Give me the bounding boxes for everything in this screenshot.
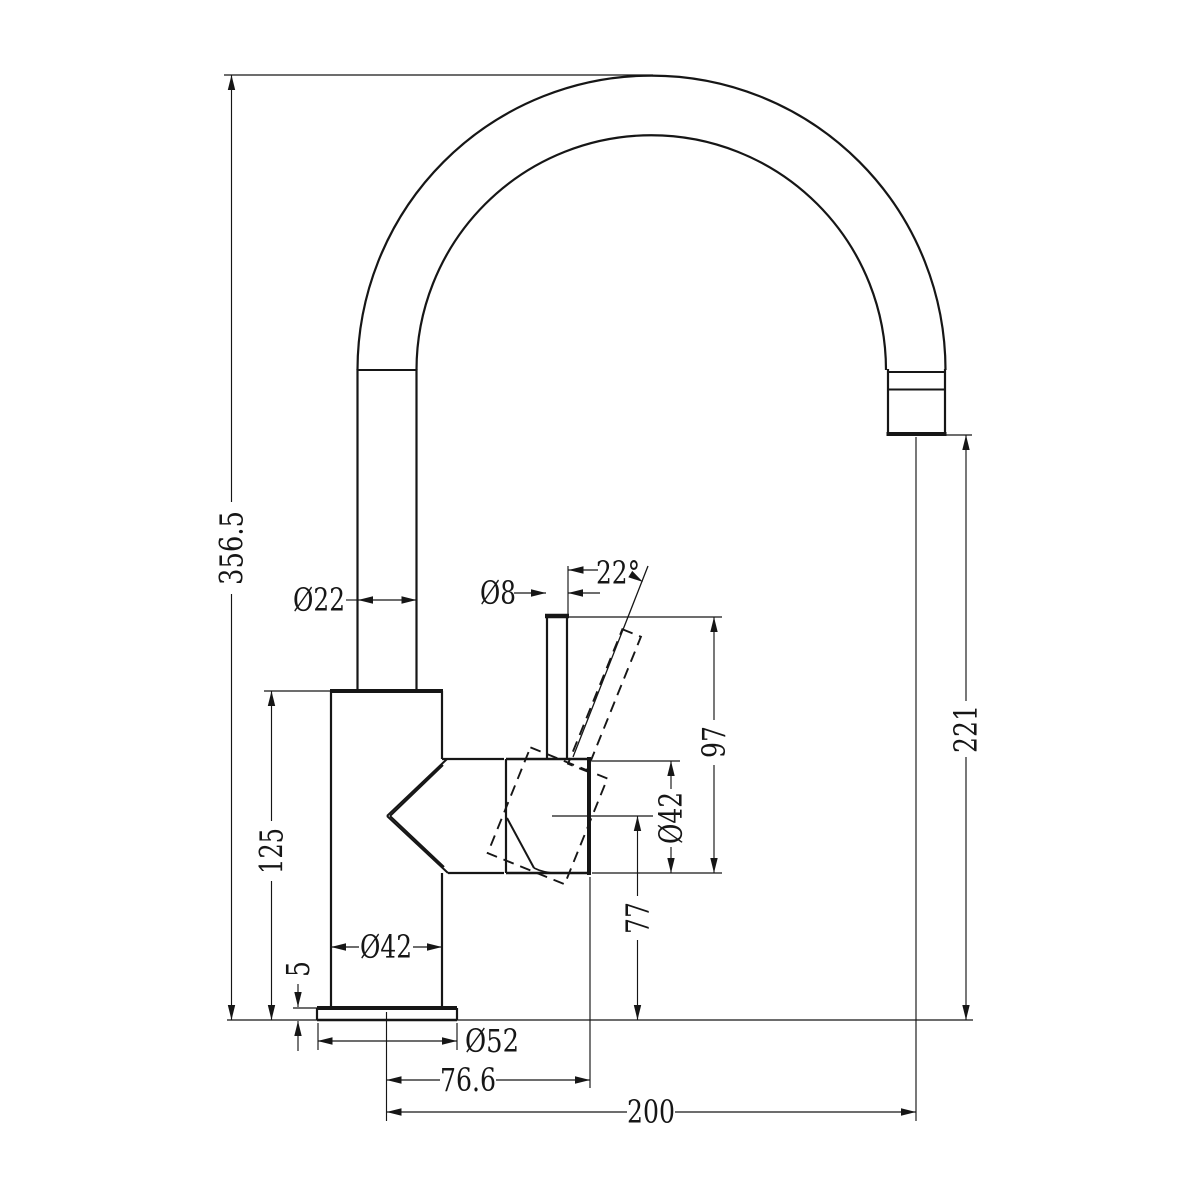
dim-label-spout-tube-diameter: Ø22	[293, 581, 345, 619]
dashed-stem	[566, 628, 643, 773]
dim-body-height: 125	[253, 690, 330, 1020]
cone-edge	[386, 758, 448, 817]
dim-text-gap	[627, 1099, 675, 1125]
dim-text-gap	[257, 821, 285, 881]
dim-text-gap	[623, 896, 651, 940]
dim-text-gap	[657, 789, 685, 847]
dim-stem-top-height: 97	[569, 616, 733, 874]
dim-body-diameter: Ø42	[331, 928, 442, 966]
dim-label-cartridge-diameter: Ø42	[652, 792, 690, 844]
dim-handle-bottom-height: 77	[552, 815, 657, 1020]
dim-label-handle-reach: 76.6	[440, 1061, 496, 1099]
dim-label-total-height: 356.5	[213, 511, 251, 585]
dim-spout-tube-diameter: Ø22	[293, 581, 417, 619]
dim-text-gap	[952, 701, 980, 757]
cone-edge	[389, 764, 444, 817]
dim-handle-reach: 76.6	[386, 877, 591, 1099]
handle-tilted-position-dashed	[486, 628, 643, 886]
dim-base-plate-thickness: 5	[279, 961, 318, 1051]
dim-label-stem-top-height: 97	[695, 726, 733, 758]
dim-label-base-plate-thickness: 5	[279, 961, 317, 977]
angle-arrowhead	[628, 570, 643, 582]
dim-label-handle-bottom-height: 77	[619, 902, 657, 934]
cone-edge	[389, 815, 445, 868]
dim-handle-stem-diameter: Ø8	[480, 574, 600, 612]
dim-label-base-diameter: Ø52	[465, 1022, 519, 1060]
faucet-body	[329, 689, 504, 1007]
dim-base-diameter: Ø52	[317, 1022, 519, 1060]
angle-reference-line	[572, 565, 649, 758]
dim-text-gap	[440, 1067, 496, 1093]
dim-label-handle-stem-diameter: Ø8	[480, 574, 516, 612]
handle-slant-edge	[506, 817, 535, 869]
spout-arch	[356, 74, 947, 371]
dim-label-handle-angle: 22°	[596, 554, 640, 592]
dim-label-outlet-height: 221	[947, 705, 985, 753]
dim-handle-angle: 22°	[567, 554, 649, 758]
dim-text-gap	[217, 502, 245, 594]
dim-text-gap	[359, 933, 413, 961]
dim-spout-reach: 200	[385, 437, 917, 1131]
dim-label-body-diameter: Ø42	[360, 928, 412, 966]
dim-cartridge-diameter: Ø42	[592, 760, 690, 873]
dim-label-body-height: 125	[253, 828, 291, 874]
handle-stem	[545, 613, 569, 759]
outline	[415, 134, 888, 371]
outline	[356, 74, 947, 371]
dashed-handle-body	[486, 746, 609, 886]
rotation-arc	[533, 867, 562, 874]
dim-text-gap	[700, 720, 728, 765]
spout-riser-tube	[356, 369, 418, 691]
dim-label-spout-reach: 200	[627, 1093, 675, 1131]
cone-edge	[386, 815, 449, 874]
dim-outlet-height: 221	[946, 434, 985, 1020]
dim-total-height: 356.5	[213, 74, 653, 1020]
spout-outlet-aerator	[886, 369, 947, 436]
